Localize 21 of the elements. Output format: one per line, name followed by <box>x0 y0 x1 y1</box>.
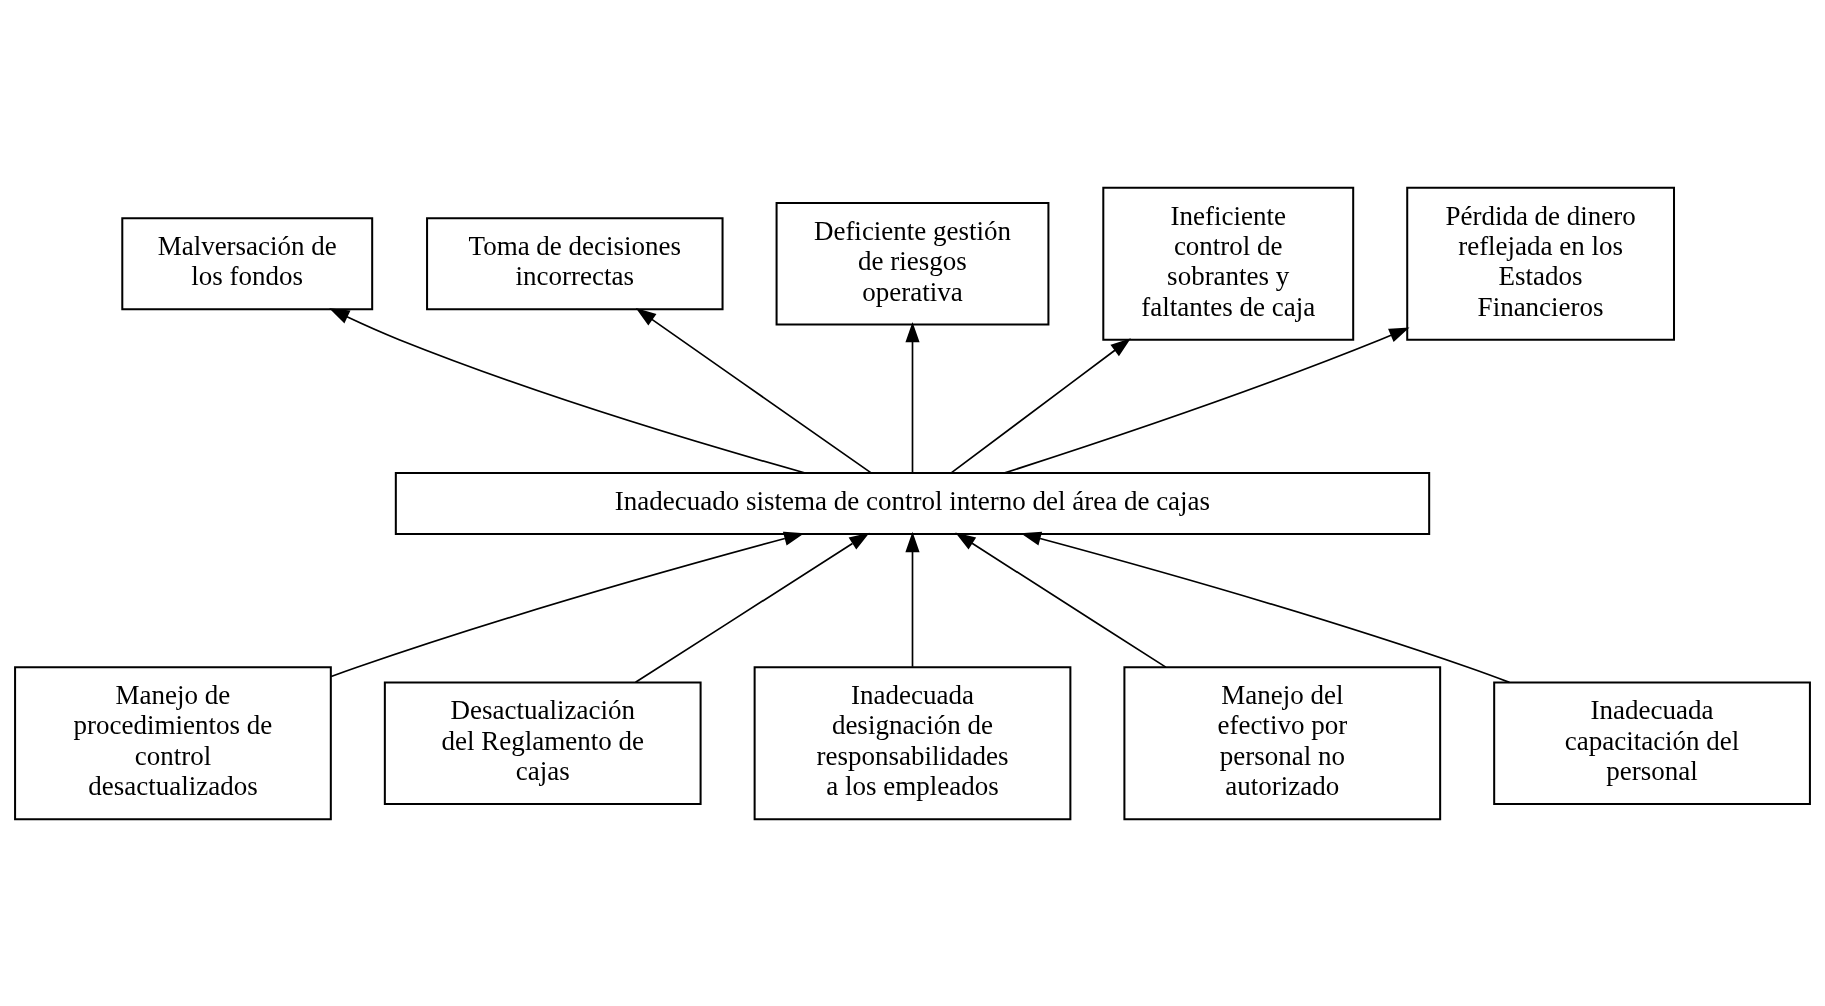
arrow <box>905 531 920 668</box>
arrow <box>329 307 807 474</box>
arrow <box>1020 531 1511 683</box>
node-box: Inadecuada capacitación del personal <box>1493 680 1811 805</box>
arrow <box>1003 326 1410 474</box>
arrow <box>905 321 920 474</box>
node-box: Ineficiente control de sobrantes y faltantes de caja <box>1102 186 1355 341</box>
arrow <box>955 532 1167 668</box>
node-box: Malversación de los fondos <box>121 216 374 310</box>
node-box: Inadecuado sistema de control interno del área de cajas <box>394 471 1431 535</box>
node-box: Desactualización del Reglamento de cajas <box>383 680 702 805</box>
node-box: Manejo del efectivo por personal no autorizado <box>1123 665 1442 820</box>
node-box: Toma de decisiones incorrectas <box>426 216 724 310</box>
arrow <box>635 307 872 474</box>
arrow <box>634 532 870 683</box>
arrow <box>330 531 805 677</box>
node-box: Deficiente gestión de riesgos operativa <box>775 201 1050 326</box>
node-box: Inadecuada designación de responsabilidades a los empleados <box>753 665 1072 820</box>
node-box: Manejo de procedimientos de control desactualizados <box>14 665 332 820</box>
node-box: Pérdida de dinero reflejada en los Estados Financieros <box>1406 186 1676 341</box>
arrow <box>950 337 1131 474</box>
